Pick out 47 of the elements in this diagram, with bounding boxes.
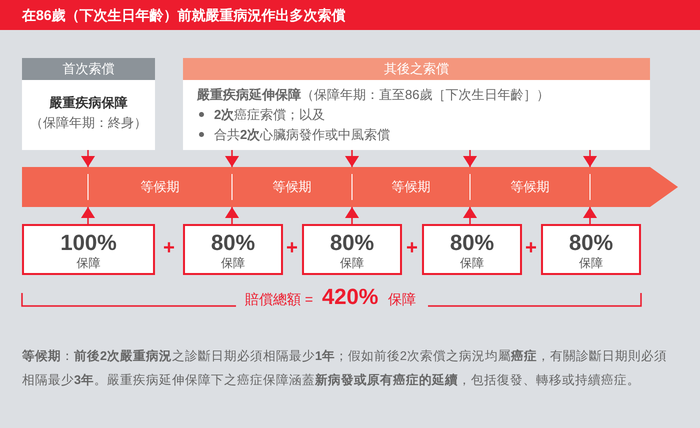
period-label: 等候期 — [510, 178, 550, 196]
claim-card — [22, 58, 155, 150]
percentage-value: 80% — [210, 230, 256, 256]
bullet-item: 2次癌症索償；以及 — [197, 106, 326, 124]
arrow — [583, 150, 597, 167]
card-header: 其後之索償 — [183, 58, 650, 80]
arrow — [463, 150, 477, 167]
card-header: 首次索償 — [22, 58, 155, 80]
arrow — [345, 150, 359, 167]
plus-sign: + — [405, 236, 419, 261]
plan-name: 嚴重疾病保障 — [48, 94, 128, 112]
benefit-box — [302, 224, 402, 275]
percentage-value: 100% — [59, 230, 118, 256]
arrow — [81, 150, 95, 167]
benefit-label: 保障 — [339, 256, 365, 270]
plus-sign: + — [524, 236, 538, 261]
benefit-label: 保障 — [578, 256, 604, 270]
benefit-label: 保障 — [220, 256, 246, 270]
total-value: 420% — [322, 284, 378, 310]
arrow — [463, 207, 477, 224]
benefit-box — [183, 224, 283, 275]
footnote: 等候期：前後2次嚴重病況之診斷日期必須相隔最少1年；假如前後2次索償之病況均屬癌症，有關診斷日期則必須相隔最少3年。嚴重疾病延伸保障下之癌症保障涵蓋新病發或原有癌症的延續，包括復發、轉移或持續癌症。 — [22, 348, 667, 389]
percentage-value: 80% — [568, 230, 614, 256]
percentage-value: 80% — [328, 230, 376, 256]
period-label: 等候期 — [272, 178, 312, 196]
benefit-label: 保障 — [76, 256, 102, 270]
title-bar: 在86歲（下次生日年齡）前就嚴重病況作出多次索償 — [0, 0, 700, 30]
arrow — [225, 150, 239, 167]
period-label: 等候期 — [390, 178, 432, 196]
benefit-box — [422, 224, 522, 275]
bullet-item: 合共2次心臟病發作或中風索償 — [197, 126, 390, 144]
plus-sign: + — [285, 236, 299, 261]
plus-sign: + — [162, 236, 176, 261]
period-label: 等候期 — [140, 178, 180, 196]
arrow — [81, 207, 95, 224]
benefit-box — [22, 224, 155, 275]
percentage-value: 80% — [448, 230, 496, 256]
coverage-term: （保障年期：終身） — [29, 114, 148, 132]
benefit-label: 保障 — [459, 256, 485, 270]
benefit-box — [541, 224, 641, 275]
arrow — [345, 207, 359, 224]
arrow — [225, 207, 239, 224]
claim-card — [183, 58, 650, 150]
total-unit: 保障 — [388, 291, 416, 309]
plan-heading: 嚴重疾病延伸保障（保障年期：直至86歲［下次生日年齡］） — [197, 86, 550, 104]
arrow — [583, 207, 597, 224]
total-label: 賠償總額 = — [245, 291, 314, 309]
